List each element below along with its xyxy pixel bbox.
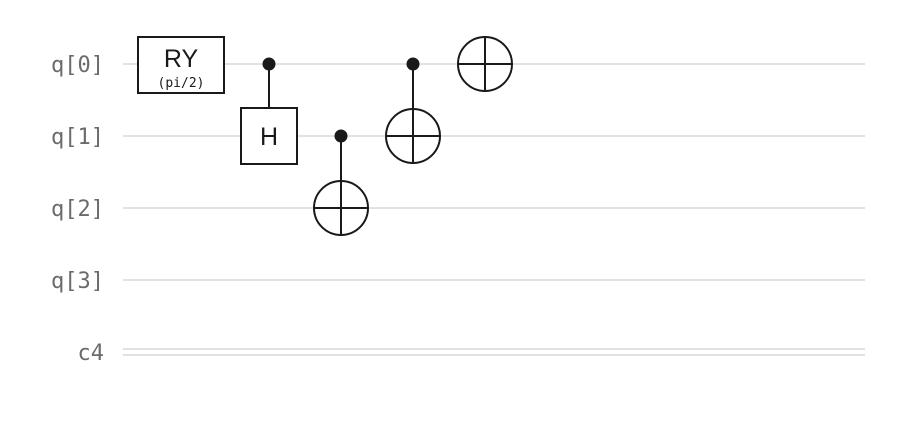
controlled-h-gate: H	[240, 57, 298, 165]
gates-layer: RY (pi/2) H	[137, 36, 513, 236]
wire-label-q1: q[1]	[51, 125, 104, 150]
ry-gate: RY (pi/2)	[137, 36, 225, 94]
x-gate-q0	[457, 36, 513, 92]
cnot-q0-q1	[385, 57, 441, 164]
wires-layer	[123, 63, 865, 356]
wire-label-q0: q[0]	[51, 53, 104, 78]
h-gate-label: H	[260, 123, 278, 151]
cnot-q1-q2	[313, 129, 369, 236]
control-dot	[334, 129, 348, 143]
control-dot	[262, 57, 276, 71]
wire-labels-layer: q[0] q[1] q[2] q[3] c4	[51, 53, 104, 366]
control-dot	[406, 57, 420, 71]
x-target	[457, 36, 513, 92]
wire-label-q3: q[3]	[51, 269, 104, 294]
ry-gate-label: RY	[164, 45, 199, 73]
ry-gate-parameter: (pi/2)	[158, 76, 205, 91]
cnot-target	[313, 180, 369, 236]
ry-gate-box	[137, 36, 225, 94]
cnot-target	[385, 108, 441, 164]
wire-label-q2: q[2]	[51, 197, 104, 222]
wire-label-c4: c4	[78, 341, 105, 366]
h-gate-box	[240, 107, 298, 165]
